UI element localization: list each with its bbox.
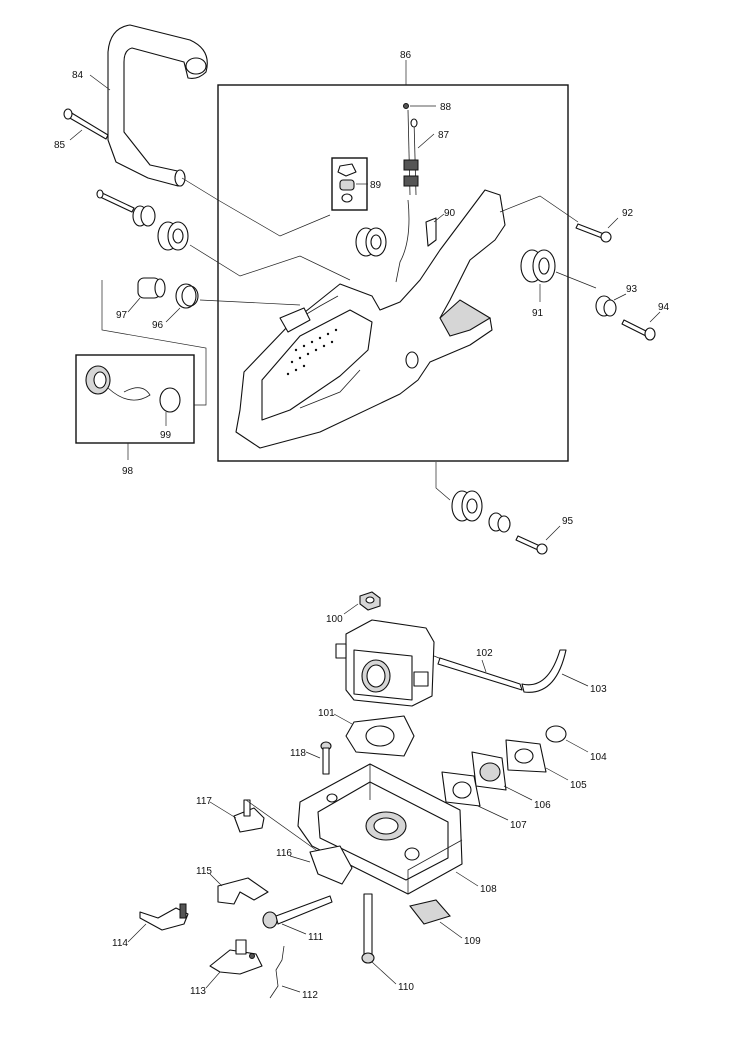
label-109: 109: [464, 936, 481, 947]
hose-90: [395, 199, 410, 283]
label-99: 99: [160, 430, 172, 441]
label-90: 90: [444, 208, 456, 219]
label-84: 84: [72, 70, 84, 81]
label-87: 87: [438, 130, 450, 141]
label-112: 112: [302, 990, 318, 1001]
label-115: 115: [196, 866, 212, 877]
assembly-frame-86: [217, 84, 569, 462]
screw-118: [320, 741, 332, 775]
parts-89: [337, 163, 357, 203]
label-85: 85: [54, 140, 66, 151]
carburetor: [335, 619, 445, 707]
lever-114: [139, 903, 189, 931]
hose-103: [521, 649, 567, 693]
screw-111: [262, 895, 333, 929]
label-94: 94: [658, 302, 670, 313]
label-92: 92: [622, 208, 634, 219]
label-111: 111: [308, 932, 324, 943]
label-114: 114: [112, 938, 128, 949]
rubber-mount-91: [520, 249, 556, 283]
label-98: 98: [122, 466, 134, 477]
label-106: 106: [534, 800, 551, 811]
label-113: 113: [190, 986, 206, 997]
bushing-left-a: [132, 205, 156, 227]
sub-box-98: [75, 354, 195, 444]
clip-96: [175, 283, 199, 309]
screw-92: [575, 223, 612, 243]
rubber-mount-left: [157, 221, 189, 251]
plate-116: [309, 845, 353, 885]
bushing-lower: [488, 512, 511, 533]
gasket-105: [505, 739, 547, 773]
ring-99: [159, 387, 181, 413]
rear-handle-body: [235, 189, 506, 449]
label-97: 97: [116, 310, 128, 321]
screw-94: [621, 319, 656, 341]
label-93: 93: [626, 284, 638, 295]
gasket-101: [345, 715, 415, 757]
label-102: 102: [476, 648, 493, 659]
bolt-110: [361, 893, 375, 964]
bracket-90: [425, 217, 437, 247]
label-88: 88: [440, 102, 452, 113]
switch-113: [209, 939, 263, 975]
label-110: 110: [398, 982, 414, 993]
throttle-rod-87: [403, 109, 419, 196]
spring-112: [269, 945, 285, 999]
label-95: 95: [562, 516, 574, 527]
label-101: 101: [318, 708, 335, 719]
label-103: 103: [590, 684, 607, 695]
label-107: 107: [510, 820, 527, 831]
screw-85: [63, 108, 109, 140]
pad-109: [409, 899, 451, 925]
label-91: 91: [532, 308, 544, 319]
label-116: 116: [276, 848, 292, 859]
washer-93: [595, 295, 617, 317]
front-handle-84: [107, 24, 208, 187]
label-105: 105: [570, 780, 587, 791]
label-100: 100: [326, 614, 343, 625]
label-104: 104: [590, 752, 607, 763]
nut-100: [359, 591, 381, 611]
ring-104: [545, 725, 567, 743]
label-96: 96: [152, 320, 164, 331]
label-89: 89: [370, 180, 382, 191]
gasket-107: [441, 771, 481, 807]
housing-108: [297, 763, 463, 895]
label-108: 108: [480, 884, 497, 895]
rubber-mount-lower: [451, 490, 483, 522]
fuel-line-102: [437, 657, 523, 691]
adapter-106: [471, 751, 507, 791]
label-118: 118: [290, 748, 306, 759]
block-115: [217, 877, 269, 905]
cap-98: [85, 365, 151, 401]
cap-88: [403, 103, 409, 109]
label-86: 86: [400, 50, 412, 61]
bracket-117: [233, 799, 265, 833]
bolt-left: [96, 189, 135, 213]
rubber-mount-inner: [355, 227, 387, 257]
part-97: [137, 277, 166, 299]
screw-95: [515, 535, 548, 555]
label-117: 117: [196, 796, 212, 807]
handle-dots: [286, 328, 338, 376]
